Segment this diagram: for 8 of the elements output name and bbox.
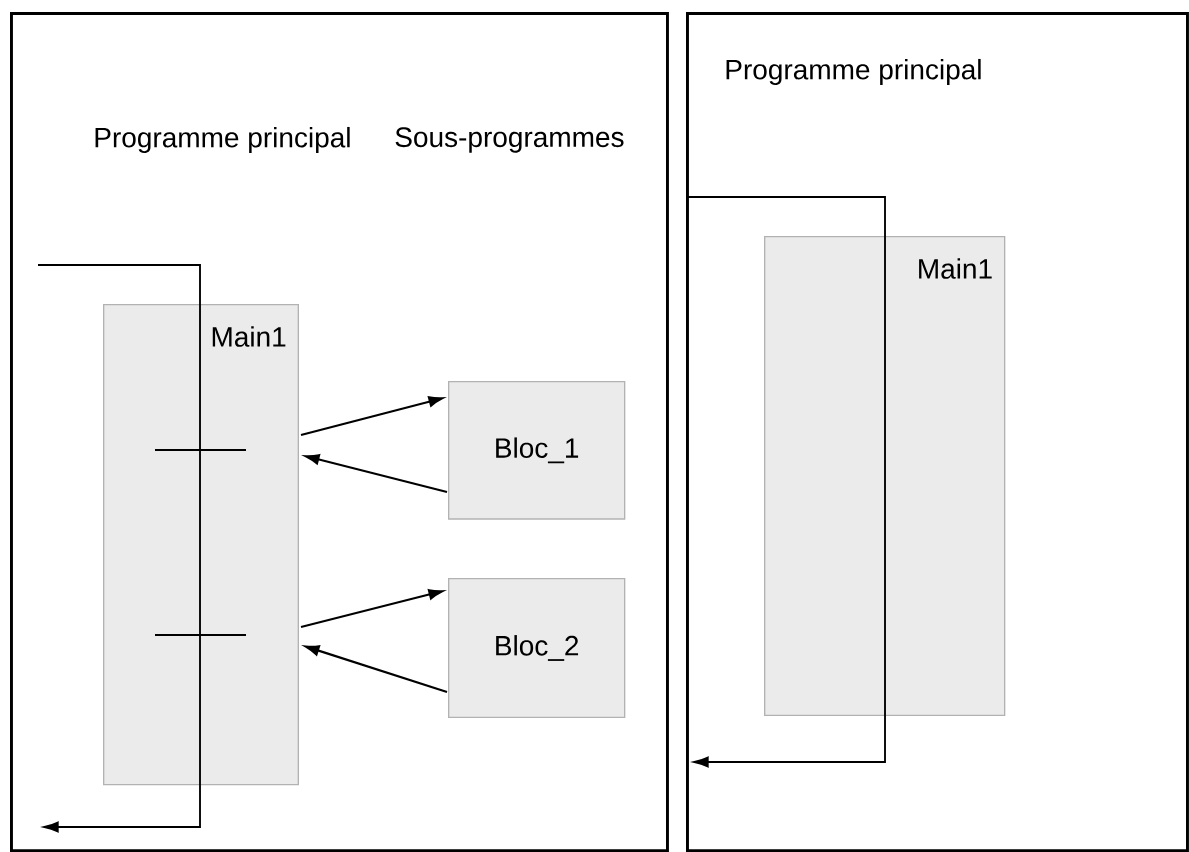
- program-block: Main1: [103, 304, 299, 786]
- arrow: [300, 589, 444, 629]
- program-block: Bloc_1: [448, 381, 626, 520]
- arrow: [304, 645, 448, 693]
- program-block: Main1: [764, 236, 1006, 716]
- arrow: [304, 454, 448, 494]
- arrow: [300, 396, 444, 437]
- program-block: Bloc_2: [448, 578, 626, 718]
